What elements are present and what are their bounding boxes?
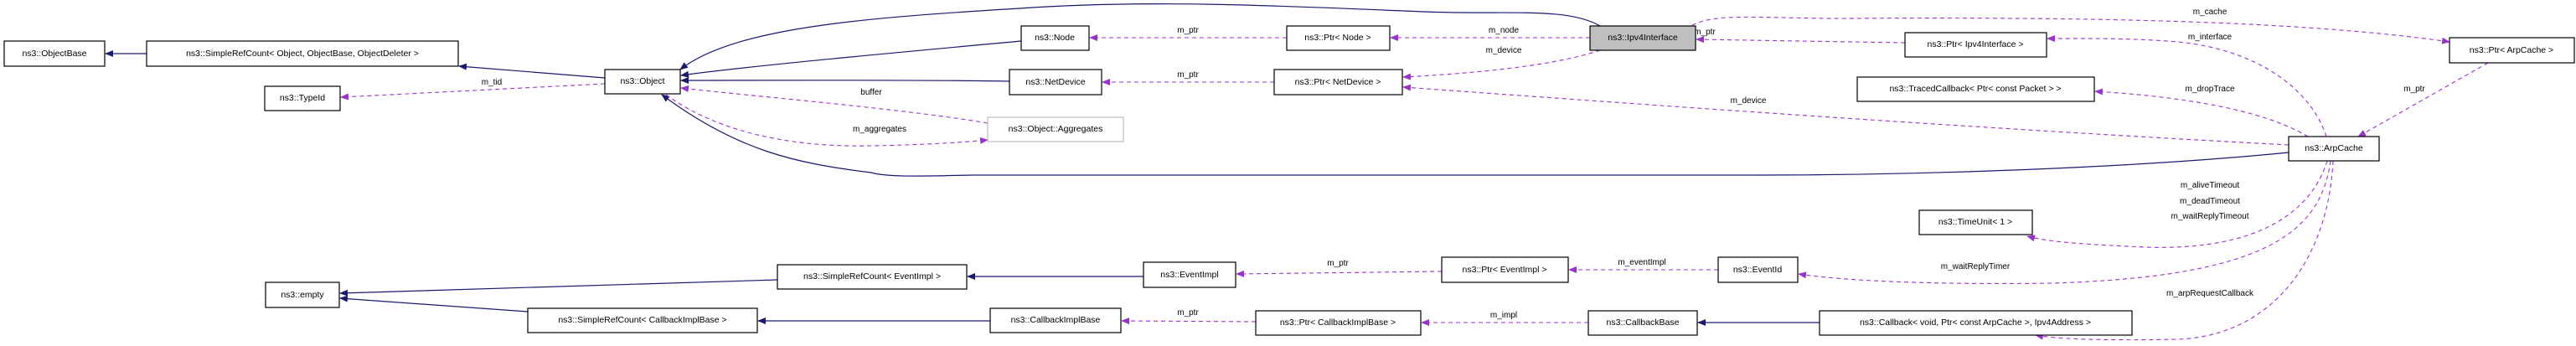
node-label: ns3::EventImpl <box>1160 270 1218 280</box>
node-ptr-node[interactable]: ns3::Ptr< Node > <box>1286 25 1391 51</box>
node-label: ns3::Ptr< NetDevice > <box>1295 77 1381 87</box>
edge-label: m_waitReplyTimeout <box>2171 212 2249 221</box>
edge-object-typeid <box>340 83 606 101</box>
node-label: ns3::Ptr< ArpCache > <box>2470 45 2553 55</box>
edge-node-object <box>680 40 1022 78</box>
node-label: ns3::TracedCallback< Ptr< const Packet >… <box>1889 84 2061 94</box>
node-label: ns3::SimpleRefCount< CallbackImplBase > <box>558 315 726 325</box>
edge-label: m_device <box>1486 46 1522 55</box>
node-label: ns3::Node <box>1035 33 1075 43</box>
nodes: ns3::ObjectBase ns3::SimpleRefCount< Obj… <box>3 25 2575 336</box>
node-object[interactable]: ns3::Object <box>604 69 681 95</box>
edge-label: m_interface <box>2188 33 2233 42</box>
edge-ptreventimpl-eventimpl <box>1236 270 1443 277</box>
node-objectbase[interactable]: ns3::ObjectBase <box>3 40 106 67</box>
node-simplerefcount-object[interactable]: ns3::SimpleRefCount< Object, ObjectBase,… <box>146 40 459 67</box>
node-label: ns3::CallbackBase <box>1607 318 1680 328</box>
node-label: ns3::Ipv4Interface <box>1608 33 1678 43</box>
usage-edges <box>340 16 2489 341</box>
edge-object-aggregates <box>665 94 989 147</box>
edge-label: m_ptr <box>1177 70 1199 80</box>
node-netdevice[interactable]: ns3::NetDevice <box>1009 69 1102 96</box>
edge-ptrarpcache-arpcache <box>2357 62 2489 137</box>
edge-label: m_impl <box>1490 311 1517 320</box>
edge-object-srcobject <box>458 63 606 79</box>
edge-label: m_eventImpl <box>1618 258 1665 267</box>
node-label: ns3::CallbackImplBase <box>1011 315 1101 325</box>
node-label: ns3::SimpleRefCount< EventImpl > <box>803 271 941 281</box>
node-ptr-arpcache[interactable]: ns3::Ptr< ArpCache > <box>2449 37 2575 64</box>
node-label: ns3::empty <box>281 290 324 300</box>
node-label: ns3::NetDevice <box>1025 77 1085 87</box>
edge-label: m_ptr <box>1694 28 1716 37</box>
edge-label: m_device <box>1731 96 1767 106</box>
edge-ipv4-ptrarpcache <box>1691 16 2450 44</box>
edge-label: m_ptr <box>1327 259 1349 268</box>
edge-arpcache-timeunit <box>2026 160 2328 248</box>
edge-label: m_waitReplyTimer <box>1941 262 2011 271</box>
node-label: ns3::Ptr< CallbackImplBase > <box>1280 318 1396 328</box>
edge-ipv4-ptrnetdevice <box>1402 49 1601 80</box>
node-label: ns3::ArpCache <box>2305 143 2363 153</box>
node-tracedcallback[interactable]: ns3::TracedCallback< Ptr< const Packet >… <box>1856 76 2095 102</box>
node-ptr-netdevice[interactable]: ns3::Ptr< NetDevice > <box>1273 69 1403 96</box>
edge-ptrcallbackimpl-callbackimpl <box>1121 318 1257 325</box>
node-label: ns3::Ptr< Node > <box>1304 33 1371 43</box>
edge-label: buffer <box>860 88 882 97</box>
node-label: ns3::TimeUnit< 1 > <box>1938 217 2012 227</box>
inheritance-edges <box>105 3 2289 326</box>
edge-arpcache-eventid <box>1798 160 2331 284</box>
edge-srceventimpl-empty <box>339 279 778 297</box>
edge-arpcache-tracedcallback <box>2094 88 2309 137</box>
edge-label: m_ptr <box>1177 308 1199 318</box>
node-ptr-eventimpl[interactable]: ns3::Ptr< EventImpl > <box>1441 256 1569 283</box>
node-ipv4interface[interactable]: ns3::Ipv4Interface <box>1589 25 1696 51</box>
edge-label: m_tid <box>482 78 502 87</box>
edge-label: m_aggregates <box>853 125 906 134</box>
edge-label: m_ptr <box>1177 26 1199 35</box>
node-label: ns3::Ptr< Ipv4Interface > <box>1928 39 2024 49</box>
edge-ipv4interface-object <box>679 3 1601 70</box>
node-empty[interactable]: ns3::empty <box>265 281 340 308</box>
node-label: ns3::Callback< void, Ptr< const ArpCache… <box>1860 318 2091 328</box>
node-typeid[interactable]: ns3::TypeId <box>264 85 341 111</box>
node-label: ns3::Object::Aggregates <box>1009 124 1103 134</box>
edge-arpcache-object <box>661 94 2289 177</box>
edge-label: m_deadTimeout <box>2180 197 2240 206</box>
node-label: ns3::EventId <box>1733 265 1783 275</box>
edge-ptripv4-ipv4 <box>1696 36 1906 44</box>
node-label: ns3::ObjectBase <box>22 49 86 59</box>
node-eventid[interactable]: ns3::EventId <box>1717 256 1799 283</box>
edge-label: m_dropTrace <box>2185 85 2235 94</box>
edge-labels: m_tid buffer m_aggregates m_ptr m_node m… <box>482 8 2426 320</box>
node-ptr-ipv4interface[interactable]: ns3::Ptr< Ipv4Interface > <box>1904 32 2047 58</box>
edge-netdevice-object <box>680 76 1010 84</box>
node-node[interactable]: ns3::Node <box>1020 25 1090 51</box>
node-callback[interactable]: ns3::Callback< void, Ptr< const ArpCache… <box>1819 310 2133 336</box>
node-callbackimplbase[interactable]: ns3::CallbackImplBase <box>989 307 1122 333</box>
edge-aggregates-object <box>680 85 989 124</box>
node-label: ns3::Ptr< EventImpl > <box>1463 265 1547 275</box>
node-label: ns3::Object <box>620 76 664 86</box>
edge-arpcache-ptrnetdevice <box>1402 84 2289 146</box>
node-object-aggregates[interactable]: ns3::Object::Aggregates <box>987 116 1124 142</box>
node-timeunit[interactable]: ns3::TimeUnit< 1 > <box>1918 209 2033 235</box>
edge-label: m_cache <box>2193 8 2228 17</box>
node-label: ns3::SimpleRefCount< Object, ObjectBase,… <box>186 49 419 59</box>
node-ptr-callbackimplbase[interactable]: ns3::Ptr< CallbackImplBase > <box>1255 310 1422 336</box>
node-arpcache[interactable]: ns3::ArpCache <box>2288 136 2380 162</box>
node-label: ns3::TypeId <box>280 93 325 103</box>
edge-label: m_arpRequestCallback <box>2166 289 2254 298</box>
edge-label: m_node <box>1489 26 1520 35</box>
node-callbackbase[interactable]: ns3::CallbackBase <box>1587 310 1698 336</box>
node-simplerefcount-eventimpl[interactable]: ns3::SimpleRefCount< EventImpl > <box>777 264 968 290</box>
edge-srccallbackimpl-empty <box>339 295 529 312</box>
edge-label: m_aliveTimeout <box>2181 181 2239 190</box>
node-eventimpl[interactable]: ns3::EventImpl <box>1143 261 1236 288</box>
node-simplerefcount-callbackimplbase[interactable]: ns3::SimpleRefCount< CallbackImplBase > <box>527 307 758 333</box>
edge-label: m_ptr <box>2403 85 2425 94</box>
